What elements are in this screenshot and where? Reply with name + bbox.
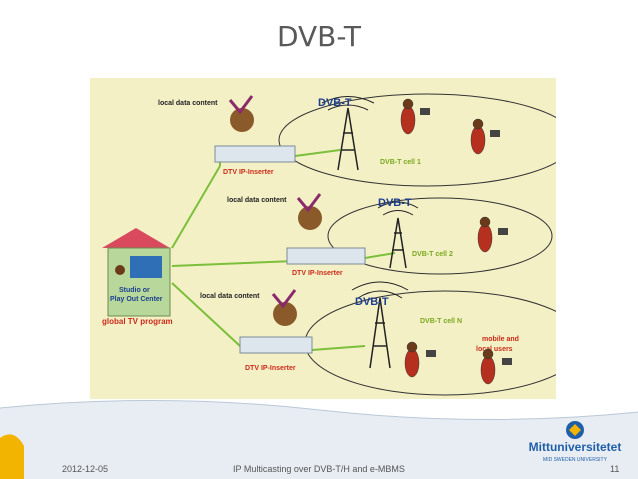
inserter-label-n: DTV IP-Inserter bbox=[245, 365, 296, 372]
dvbt-label-1: DVB-T bbox=[318, 97, 352, 109]
cell-1-label: DVB-T cell 1 bbox=[380, 159, 421, 166]
mobile-user-icon bbox=[400, 98, 496, 385]
studio-house-icon bbox=[102, 228, 171, 317]
dvbt-network-diagram: DVB-T DVB-T DVB-T DVB-T cell 1 DVB-T cel… bbox=[90, 78, 556, 399]
distribution-links bbox=[171, 149, 396, 351]
inserter-label-1: DTV IP-Inserter bbox=[223, 169, 274, 176]
dvbt-cell-2-ellipse bbox=[327, 197, 553, 275]
cell-2-label: DVB-T cell 2 bbox=[412, 251, 453, 258]
local-data-label-1: local data content bbox=[158, 100, 218, 107]
footer-wave-decoration bbox=[0, 399, 638, 479]
content-globe-icon bbox=[228, 95, 322, 326]
studio-label-line2: Play Out Center bbox=[110, 296, 163, 303]
footer-date: 2012-12-05 bbox=[62, 464, 109, 474]
local-data-label-2: local data content bbox=[227, 197, 287, 204]
logo-name: Mittuniversitetet bbox=[529, 440, 622, 454]
dvbt-label-2: DVB-T bbox=[378, 197, 412, 209]
page-number: 11 bbox=[610, 464, 620, 474]
tower-icon bbox=[337, 107, 407, 369]
ip-inserter-device bbox=[214, 145, 366, 354]
dvbt-label-n: DVB-T bbox=[355, 296, 389, 308]
university-logo: Mittuniversitetet MID SWEDEN UNIVERSITY bbox=[520, 420, 630, 465]
users-label-line1: mobile and bbox=[482, 336, 519, 343]
local-data-label-n: local data content bbox=[200, 293, 260, 300]
global-program-label: global TV program bbox=[102, 317, 173, 326]
studio-label-line1: Studio or bbox=[119, 287, 150, 294]
logo-subtitle: MID SWEDEN UNIVERSITY bbox=[543, 457, 608, 463]
signal-waves-icon bbox=[321, 96, 419, 299]
footer-title: IP Multicasting over DVB-T/H and e-MBMS bbox=[233, 464, 405, 474]
inserter-label-2: DTV IP-Inserter bbox=[292, 270, 343, 277]
users-label-line2: local users bbox=[476, 346, 513, 353]
laptop-icon bbox=[420, 108, 512, 365]
cell-n-label: DVB-T cell N bbox=[420, 318, 462, 325]
slide-title: DVB-T bbox=[276, 20, 362, 53]
dvbt-cell-1-ellipse bbox=[278, 93, 556, 187]
